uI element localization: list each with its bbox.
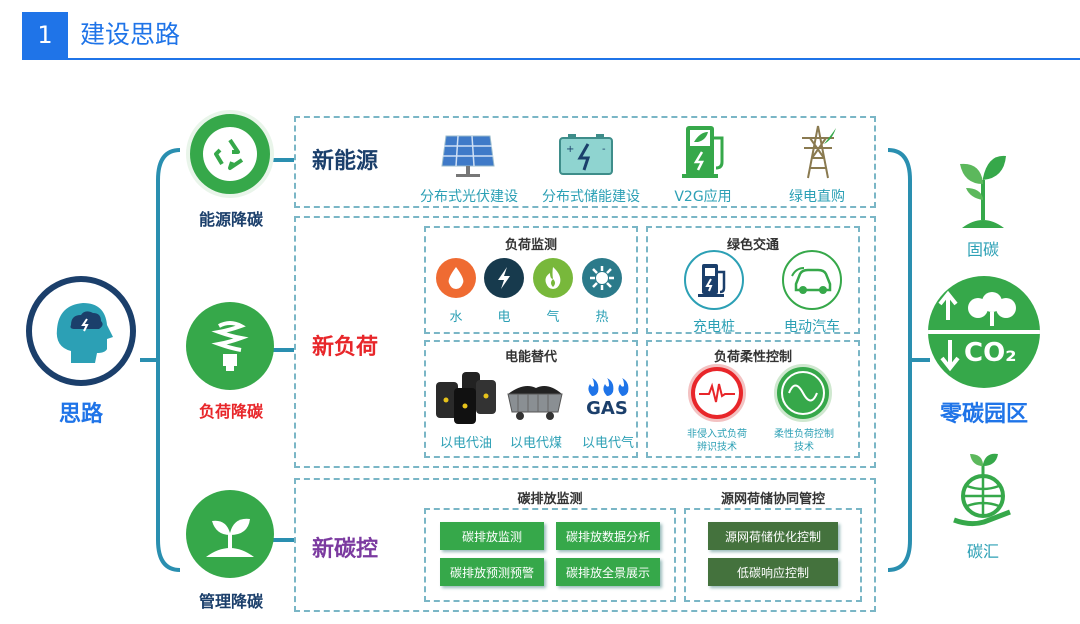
heat-sun-icon: [582, 258, 622, 298]
energy-item-green-power: 绿电直购: [789, 189, 845, 205]
sprout-icon: [186, 490, 274, 578]
green-traffic-title: 绿色交通: [726, 238, 779, 253]
zero-carbon-badge: CO₂: [928, 276, 1040, 388]
sub-item-oil: 以电代油: [439, 436, 492, 451]
monitor-item-gas: 气: [546, 310, 560, 325]
energy-item-v2g: V2G应用: [674, 189, 732, 205]
emission-analysis-button[interactable]: 碳排放数据分析: [556, 522, 660, 550]
flex-control-panel: [646, 340, 860, 458]
water-icon: [436, 258, 476, 298]
monitor-item-heat: 热: [595, 310, 609, 325]
new-carbon-panel: [294, 478, 876, 612]
energy-item-storage: 分布式储能建设: [542, 189, 640, 205]
new-load-title: 新负荷: [312, 335, 379, 360]
power-tower-icon: [802, 125, 836, 179]
traffic-item-pile: 充电桩: [693, 319, 735, 335]
svg-text:+: +: [566, 144, 574, 155]
sub-item-coal: 以电代煤: [509, 436, 562, 451]
coord-title: 源网荷储协同管控: [720, 492, 825, 507]
sine-wave-green-icon: [774, 364, 832, 422]
oil-barrel-icon: [436, 372, 496, 424]
header-divider: [22, 58, 1080, 60]
electric-car-icon: [782, 250, 842, 310]
solar-panel-icon: [441, 135, 495, 177]
green-traffic-panel: [646, 226, 860, 334]
gas-flame-logo-icon: [588, 378, 629, 396]
flex-item-nonintrusive: 非侵入式负荷辨识技术: [687, 429, 747, 453]
monitor-item-water: 水: [449, 310, 463, 325]
coord-lowcarbon-button[interactable]: 低碳响应控制: [708, 558, 838, 586]
right-bracket: [887, 148, 930, 572]
battery-storage-icon: + -: [559, 134, 613, 175]
sub-item-gas: 以电代气: [581, 436, 634, 451]
emission-forecast-button[interactable]: 碳排放预测预警: [440, 558, 544, 586]
left-item-manage: 管理降碳: [198, 592, 263, 611]
coord-optimize-button[interactable]: 源网荷储优化控制: [708, 522, 838, 550]
head-icon: [26, 276, 136, 386]
svg-text:-: -: [602, 144, 606, 155]
load-monitor-panel: [424, 226, 638, 334]
globe-hand-icon: [953, 453, 1011, 527]
co2-text: CO₂: [964, 338, 1017, 368]
bulb-icon: [186, 302, 274, 390]
recycle-icon: [186, 110, 274, 198]
middle-connectors: [270, 158, 294, 542]
new-energy-panel: [294, 116, 876, 208]
section-number: 1: [22, 12, 68, 58]
left-item-load: 负荷降碳: [198, 402, 263, 421]
flex-control-title: 负荷柔性控制: [713, 350, 792, 365]
plant-icon: [960, 155, 1006, 228]
coal-wagon-icon: [507, 386, 563, 420]
energy-item-solar: 分布式光伏建设: [420, 189, 518, 205]
new-energy-title: 新能源: [312, 149, 379, 174]
v2g-charger-icon: [682, 126, 724, 178]
left-bracket: [140, 148, 181, 572]
substitution-title: 电能替代: [504, 350, 557, 365]
load-monitor-title: 负荷监测: [504, 238, 557, 253]
new-carbon-title: 新碳控: [312, 537, 379, 562]
emission-panel: [424, 508, 676, 602]
section-title: 建设思路: [80, 20, 181, 49]
charging-pile-icon: [684, 250, 744, 310]
right-item-zero: 零碳园区: [939, 402, 1028, 427]
left-item-energy: 能源降碳: [198, 210, 263, 229]
coord-panel: [684, 508, 862, 602]
electric-icon: [484, 258, 524, 298]
gas-text: GAS: [586, 398, 628, 419]
flex-item-flexible: 柔性负荷控制技术: [774, 429, 834, 453]
right-item-fix: 固碳: [966, 240, 999, 259]
emission-monitor-button[interactable]: 碳排放监测: [440, 522, 544, 550]
thinking-label: 思路: [58, 402, 103, 427]
substitution-panel: [424, 340, 638, 458]
emission-title: 碳排放监测: [517, 492, 583, 507]
traffic-item-car: 电动汽车: [784, 319, 840, 335]
right-item-sink: 碳汇: [966, 542, 999, 561]
new-load-panel: [294, 216, 876, 468]
emission-panorama-button[interactable]: 碳排放全景展示: [556, 558, 660, 586]
waveform-red-icon: [688, 364, 746, 422]
gas-flame-icon: [533, 258, 573, 298]
monitor-item-power: 电: [497, 310, 511, 325]
